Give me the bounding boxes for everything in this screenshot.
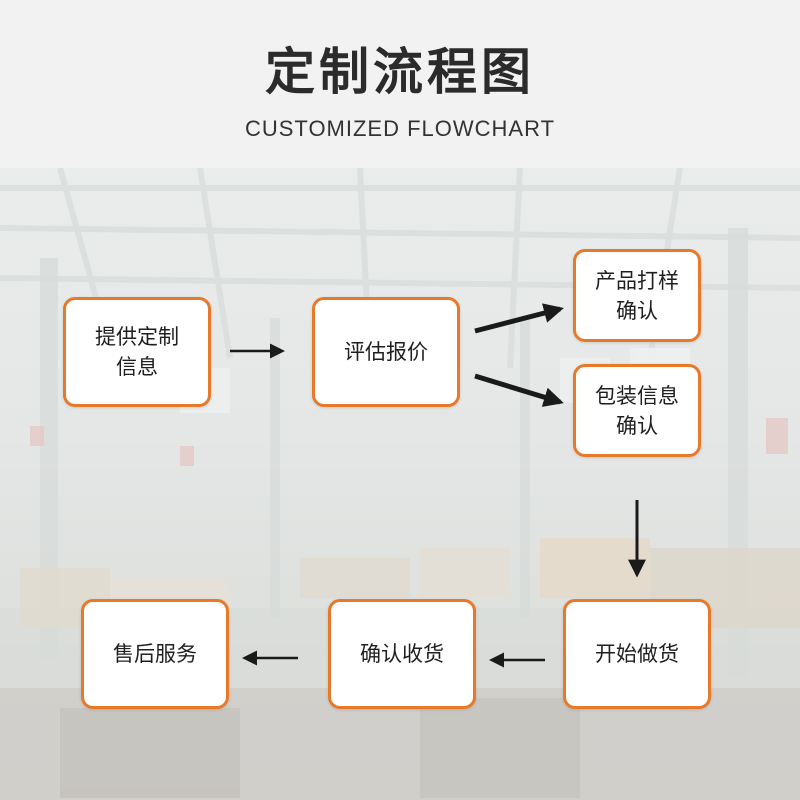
node-sample-confirm-line-2: 确认 — [616, 298, 658, 323]
node-provide-info-line-2: 信息 — [116, 355, 158, 379]
node-packaging-confirm-line-1: 包装信息 — [595, 383, 679, 408]
node-provide-info: 提供定制 信息 — [63, 297, 211, 407]
node-start-production-label: 开始做货 — [595, 642, 679, 666]
node-sample-confirm-line-1: 产品打样 — [595, 268, 679, 293]
page-title: 定制流程图 — [265, 43, 535, 101]
arrow-quote-to-packaging — [474, 373, 564, 407]
node-confirm-receipt: 确认收货 — [328, 599, 476, 709]
node-provide-info-line-1: 提供定制 — [95, 325, 179, 349]
arrow-quote-to-sample — [474, 303, 564, 334]
node-after-sales: 售后服务 — [81, 599, 229, 709]
node-confirm-receipt-label: 确认收货 — [360, 642, 444, 666]
node-packaging-confirm-line-2: 确认 — [616, 413, 658, 438]
node-evaluate-quote: 评估报价 — [312, 297, 460, 407]
node-after-sales-label: 售后服务 — [113, 642, 197, 666]
page-subtitle: CUSTOMIZED FLOWCHART — [244, 116, 556, 141]
header: 定制流程图 CUSTOMIZED FLOWCHART — [0, 0, 800, 168]
node-start-production: 开始做货 — [563, 599, 711, 709]
node-packaging-confirm: 包装信息 确认 — [573, 364, 701, 457]
node-evaluate-quote-label: 评估报价 — [344, 340, 428, 364]
node-sample-confirm: 产品打样 确认 — [573, 249, 701, 342]
